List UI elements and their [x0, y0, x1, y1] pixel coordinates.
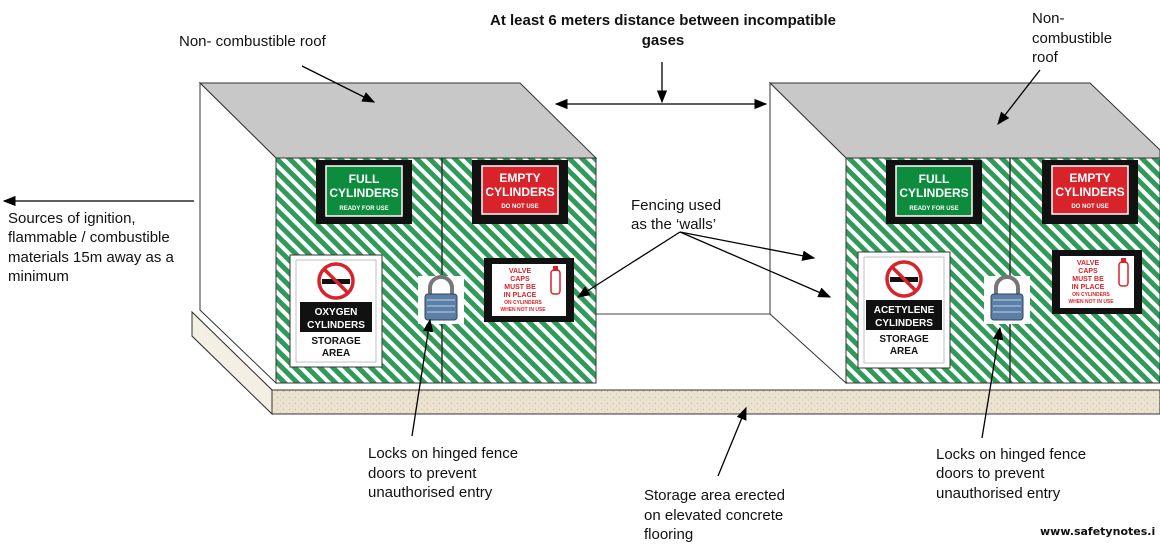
gas-cylinder-icon [550, 266, 561, 295]
floor-label-line: on elevated concrete [644, 507, 783, 524]
floor-label-line: flooring [644, 526, 693, 543]
acetylene-storage-sign: ACETYLENE CYLINDERS STORAGE AREA [857, 251, 951, 369]
sign-line: MUST BE [504, 284, 536, 291]
no-smoking-icon [885, 260, 923, 298]
oxygen-storage-sign: OXYGEN CYLINDERS STORAGE AREA [289, 254, 383, 368]
sign-line: ON CYLINDERS [1072, 292, 1110, 298]
left-locks-label-line: doors to prevent [368, 465, 477, 482]
sign-line: WHEN NOT IN USE [1068, 299, 1114, 305]
left-roof-label: Non- combustible roof [179, 33, 327, 50]
fencing-label-line: as the ‘walls’ [631, 216, 716, 233]
left-locks-label-line: Locks on hinged fence [368, 445, 518, 462]
sign-line: IN PLACE [504, 292, 537, 299]
ignition-label-line: materials 15m away as a [8, 249, 175, 266]
right-locks-label-line: unauthorised entry [936, 485, 1061, 502]
concrete-floor [191, 310, 1160, 416]
floor-arrow [717, 406, 747, 477]
padlock-icon [418, 275, 464, 324]
sign-line: READY FOR USE [909, 206, 958, 212]
sign-line: STORAGE [879, 334, 929, 345]
right-full-cylinders-sign: FULL CYLINDERS READY FOR USE [886, 160, 982, 224]
right-roof-label-line: combustible [1032, 30, 1112, 47]
sign-line: FULL [349, 172, 380, 186]
sign-line: CAPS [510, 276, 530, 283]
right-roof-label-line: Non- [1032, 10, 1065, 27]
sign-line: CYLINDERS [899, 186, 968, 200]
floor-label-line: Storage area erected [644, 487, 785, 504]
sign-line: EMPTY [499, 171, 540, 185]
sign-line: CYLINDERS [875, 318, 933, 329]
gas-cylinder-icon [1118, 258, 1129, 287]
sign-line: AREA [322, 348, 350, 359]
right-lock-arrow [981, 326, 1004, 439]
ignition-label-line: flammable / combustible [8, 229, 170, 246]
right-empty-cylinders-sign: EMPTY CYLINDERS DO NOT USE [1042, 160, 1138, 224]
sign-line: OXYGEN [315, 307, 358, 318]
right-roof-label-line: roof [1032, 49, 1059, 66]
ignition-label-line: Sources of ignition, [8, 210, 136, 227]
sign-line: WHEN NOT IN USE [500, 307, 546, 313]
padlock-icon [984, 275, 1030, 324]
sign-line: DO NOT USE [1071, 204, 1108, 210]
sign-line: IN PLACE [1072, 284, 1105, 291]
left-roof-arrow [301, 65, 376, 103]
sign-line: READY FOR USE [339, 206, 388, 212]
sign-line: CYLINDERS [329, 186, 398, 200]
sign-line: ON CYLINDERS [504, 300, 542, 306]
sign-line: EMPTY [1069, 171, 1110, 185]
sign-line: MUST BE [1072, 276, 1104, 283]
fencing-label-line: Fencing used [631, 197, 721, 214]
sign-line: CYLINDERS [307, 320, 365, 331]
sign-line: CAPS [1078, 268, 1098, 275]
sign-line: AREA [890, 346, 918, 357]
left-lock-arrow [411, 318, 434, 437]
ignition-label-line: minimum [8, 268, 69, 285]
sign-line: FULL [919, 172, 950, 186]
sign-line: DO NOT USE [501, 204, 538, 210]
left-full-cylinders-sign: FULL CYLINDERS READY FOR USE [316, 160, 412, 224]
sign-line: STORAGE [311, 336, 361, 347]
left-valve-caps-sign: VALVE CAPS MUST BE IN PLACE ON CYLINDERS… [484, 258, 574, 322]
distance-label-line: gases [642, 32, 685, 49]
fencing-arrow-2 [679, 231, 816, 261]
distance-label-line: At least 6 meters distance between incom… [490, 12, 836, 29]
website-watermark: www.safetynotes.i [1040, 525, 1155, 538]
right-locks-label-line: doors to prevent [936, 465, 1045, 482]
right-valve-caps-sign: VALVE CAPS MUST BE IN PLACE ON CYLINDERS… [1052, 250, 1142, 314]
sign-line: VALVE [509, 268, 532, 275]
sign-line: VALVE [1077, 260, 1100, 267]
fencing-arrow-3 [679, 231, 832, 298]
right-locks-label-line: Locks on hinged fence [936, 446, 1086, 463]
right-storage-cage [768, 81, 1160, 385]
fencing-arrow-1 [576, 231, 681, 298]
sign-line: CYLINDERS [1055, 185, 1124, 199]
left-storage-cage [198, 81, 598, 385]
sign-line: CYLINDERS [485, 185, 554, 199]
left-empty-cylinders-sign: EMPTY CYLINDERS DO NOT USE [472, 160, 568, 224]
arrows [2, 62, 1041, 477]
left-locks-label-line: unauthorised entry [368, 484, 493, 501]
right-roof-arrow [997, 69, 1041, 126]
no-smoking-icon [317, 262, 355, 300]
sign-line: ACETYLENE [874, 305, 935, 316]
